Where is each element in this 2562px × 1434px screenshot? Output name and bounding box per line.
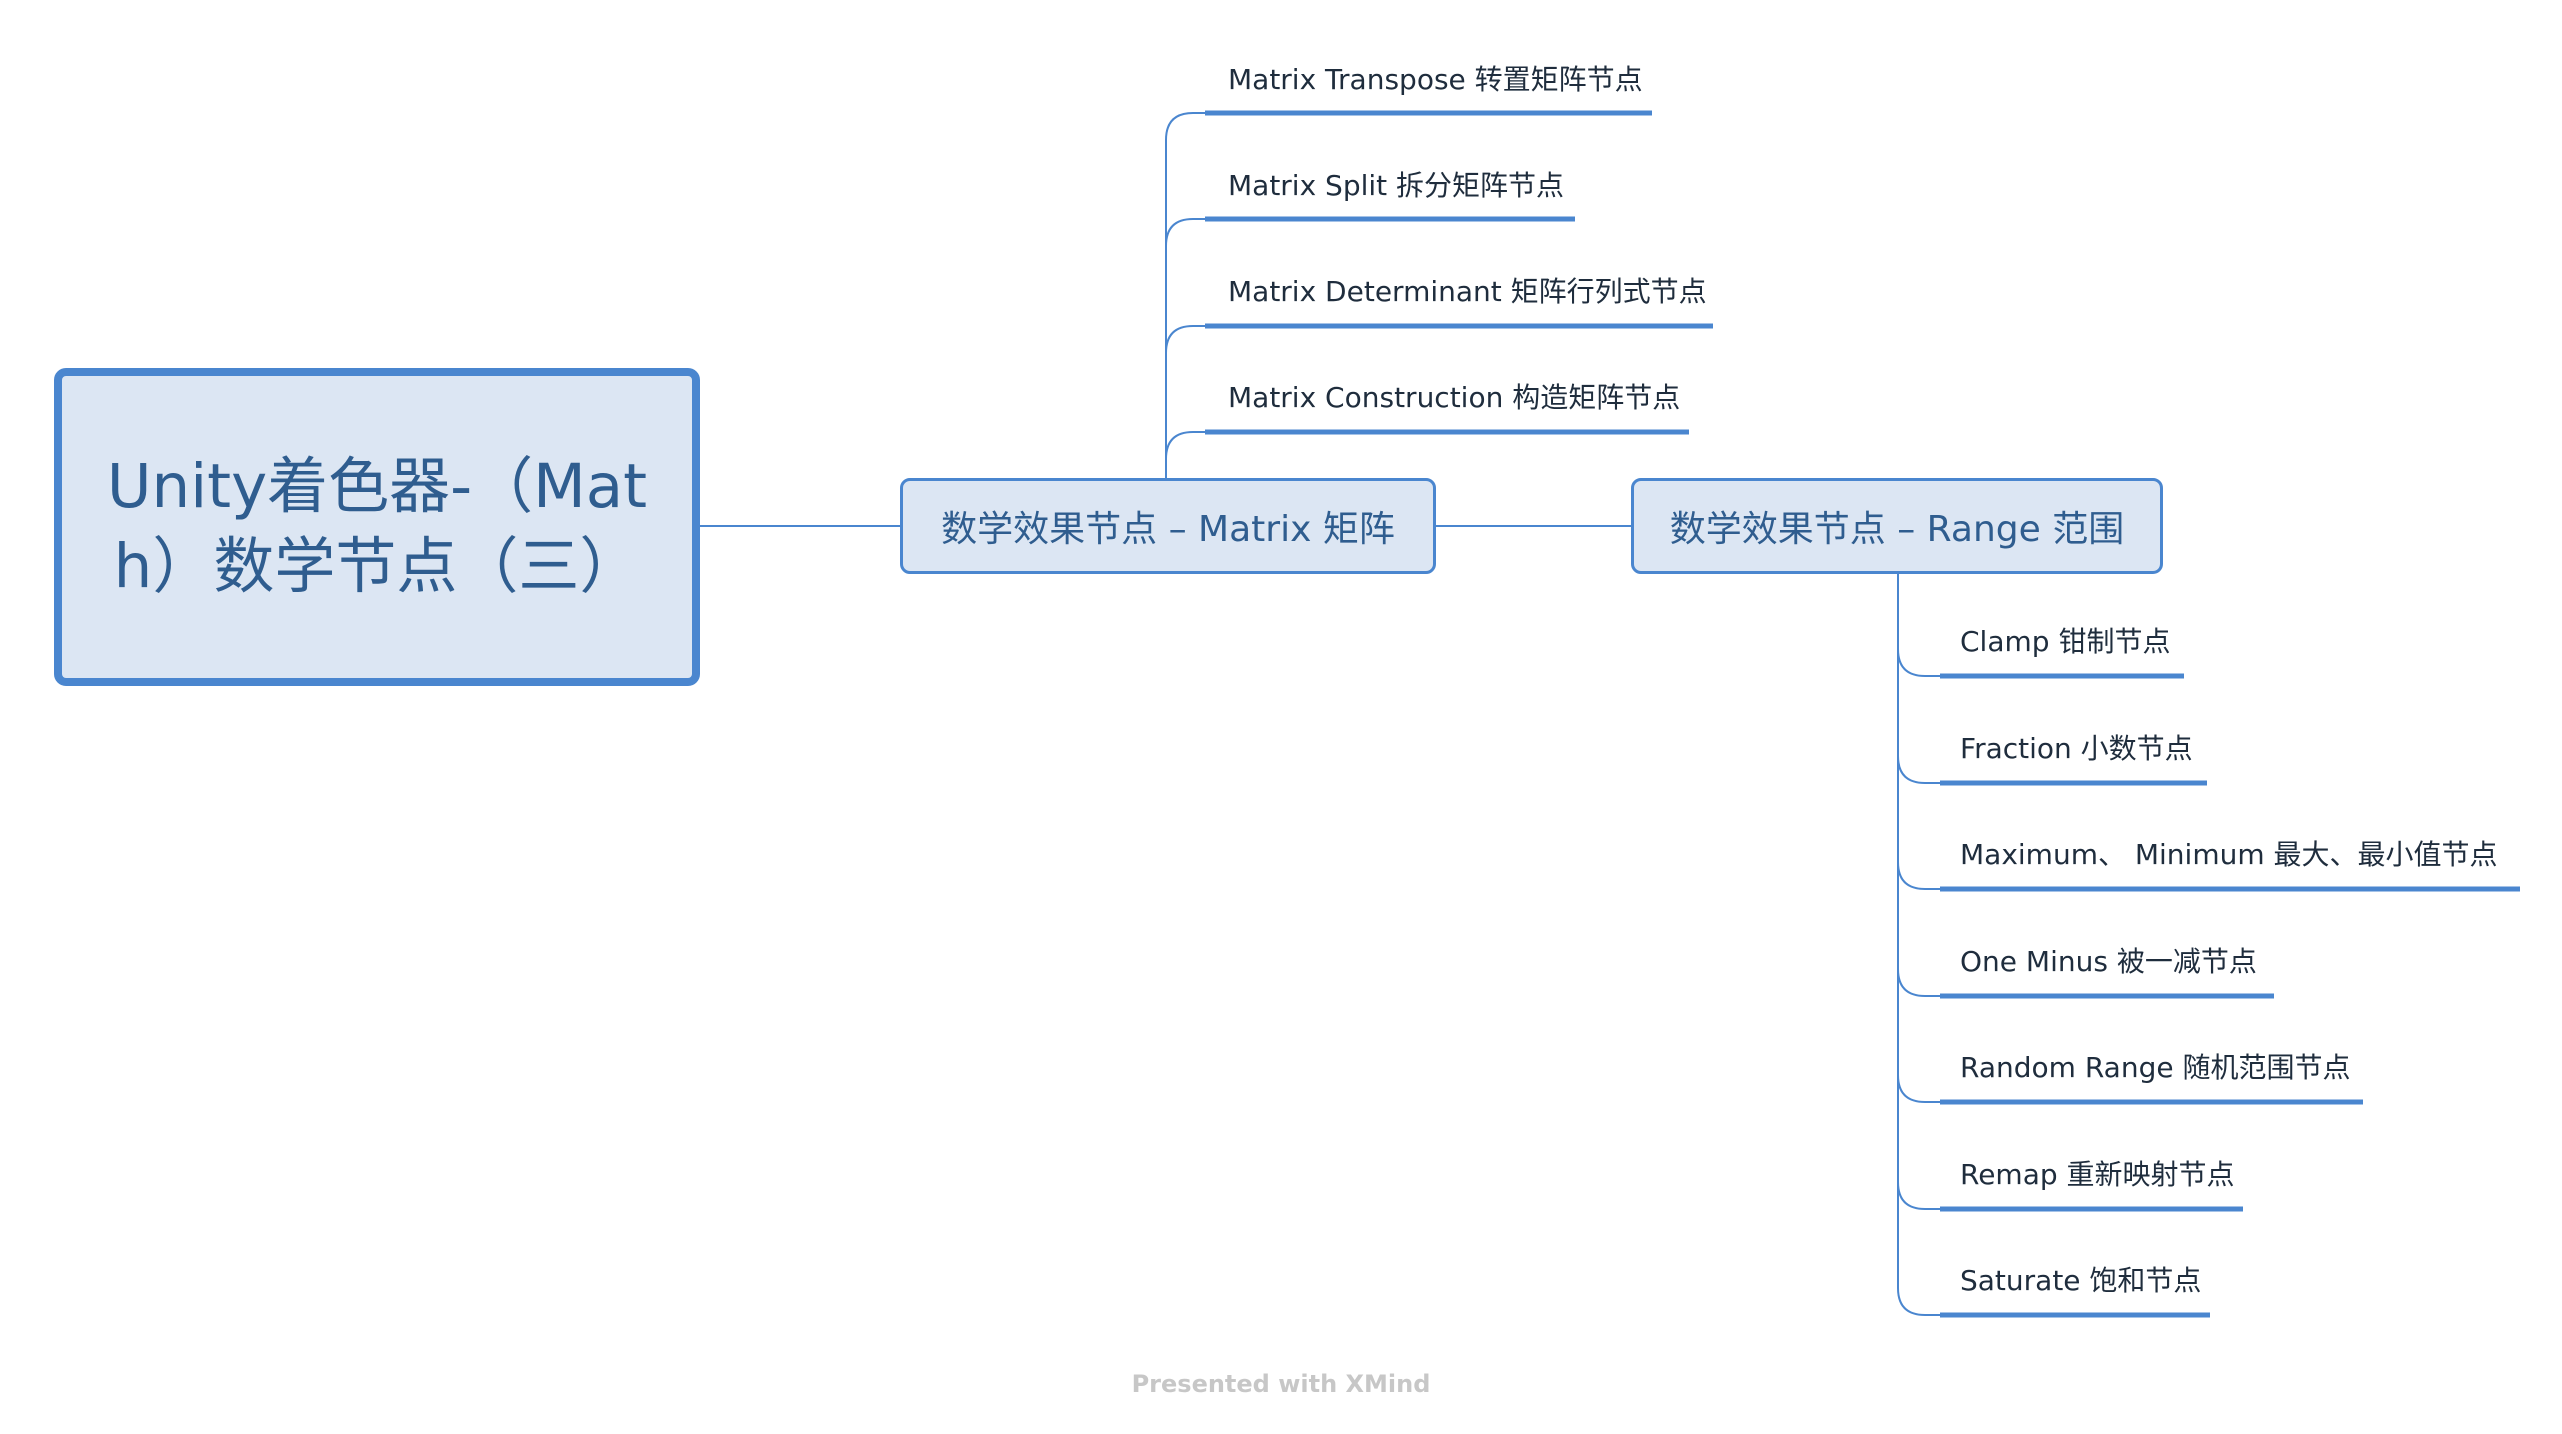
connector-range-child-1 <box>1897 574 1945 677</box>
subtopic-one-minus[interactable]: One Minus 被一减节点 <box>1960 945 2257 978</box>
central-topic[interactable]: Unity着色器-（Math）数学节点（三） <box>54 368 700 686</box>
connector-matrix-child-4 <box>1165 431 1210 478</box>
presented-with-footer: Presented with XMind <box>1131 1370 1431 1398</box>
subtopic-matrix-split[interactable]: Matrix Split 拆分矩阵节点 <box>1228 169 1565 202</box>
connector-range-child-2 <box>1897 574 1945 784</box>
main-topic-range[interactable]: 数学效果节点 – Range 范围 <box>1631 478 2163 574</box>
main-topic-range-label: 数学效果节点 – Range 范围 <box>1669 509 2125 550</box>
subtopic-fraction[interactable]: Fraction 小数节点 <box>1960 732 2193 765</box>
main-topic-matrix[interactable]: 数学效果节点 – Matrix 矩阵 <box>900 478 1436 574</box>
subtopic-clamp[interactable]: Clamp 钳制节点 <box>1960 625 2171 658</box>
subtopic-random-range[interactable]: Random Range 随机范围节点 <box>1960 1051 2351 1084</box>
connector-range-child-4 <box>1897 574 1945 997</box>
subtopic-maximum-minimum[interactable]: Maximum、 Minimum 最大、最小值节点 <box>1960 838 2498 871</box>
main-topic-matrix-label: 数学效果节点 – Matrix 矩阵 <box>941 509 1395 550</box>
connector-matrix-child-1 <box>1165 112 1210 478</box>
connector-matrix-child-3 <box>1165 325 1210 478</box>
subtopic-remap[interactable]: Remap 重新映射节点 <box>1960 1158 2235 1191</box>
connector-range-child-7 <box>1897 574 1945 1316</box>
connector-range-child-3 <box>1897 574 1945 890</box>
central-topic-title: Unity着色器-（Math）数学节点（三） <box>106 451 648 602</box>
connector-matrix-child-2 <box>1165 218 1210 478</box>
subtopic-matrix-transpose[interactable]: Matrix Transpose 转置矩阵节点 <box>1228 63 1643 96</box>
subtopic-matrix-determinant[interactable]: Matrix Determinant 矩阵行列式节点 <box>1228 275 1707 308</box>
subtopic-matrix-construction[interactable]: Matrix Construction 构造矩阵节点 <box>1228 381 1681 414</box>
connector-range-child-5 <box>1897 574 1945 1103</box>
subtopic-saturate[interactable]: Saturate 饱和节点 <box>1960 1264 2202 1297</box>
